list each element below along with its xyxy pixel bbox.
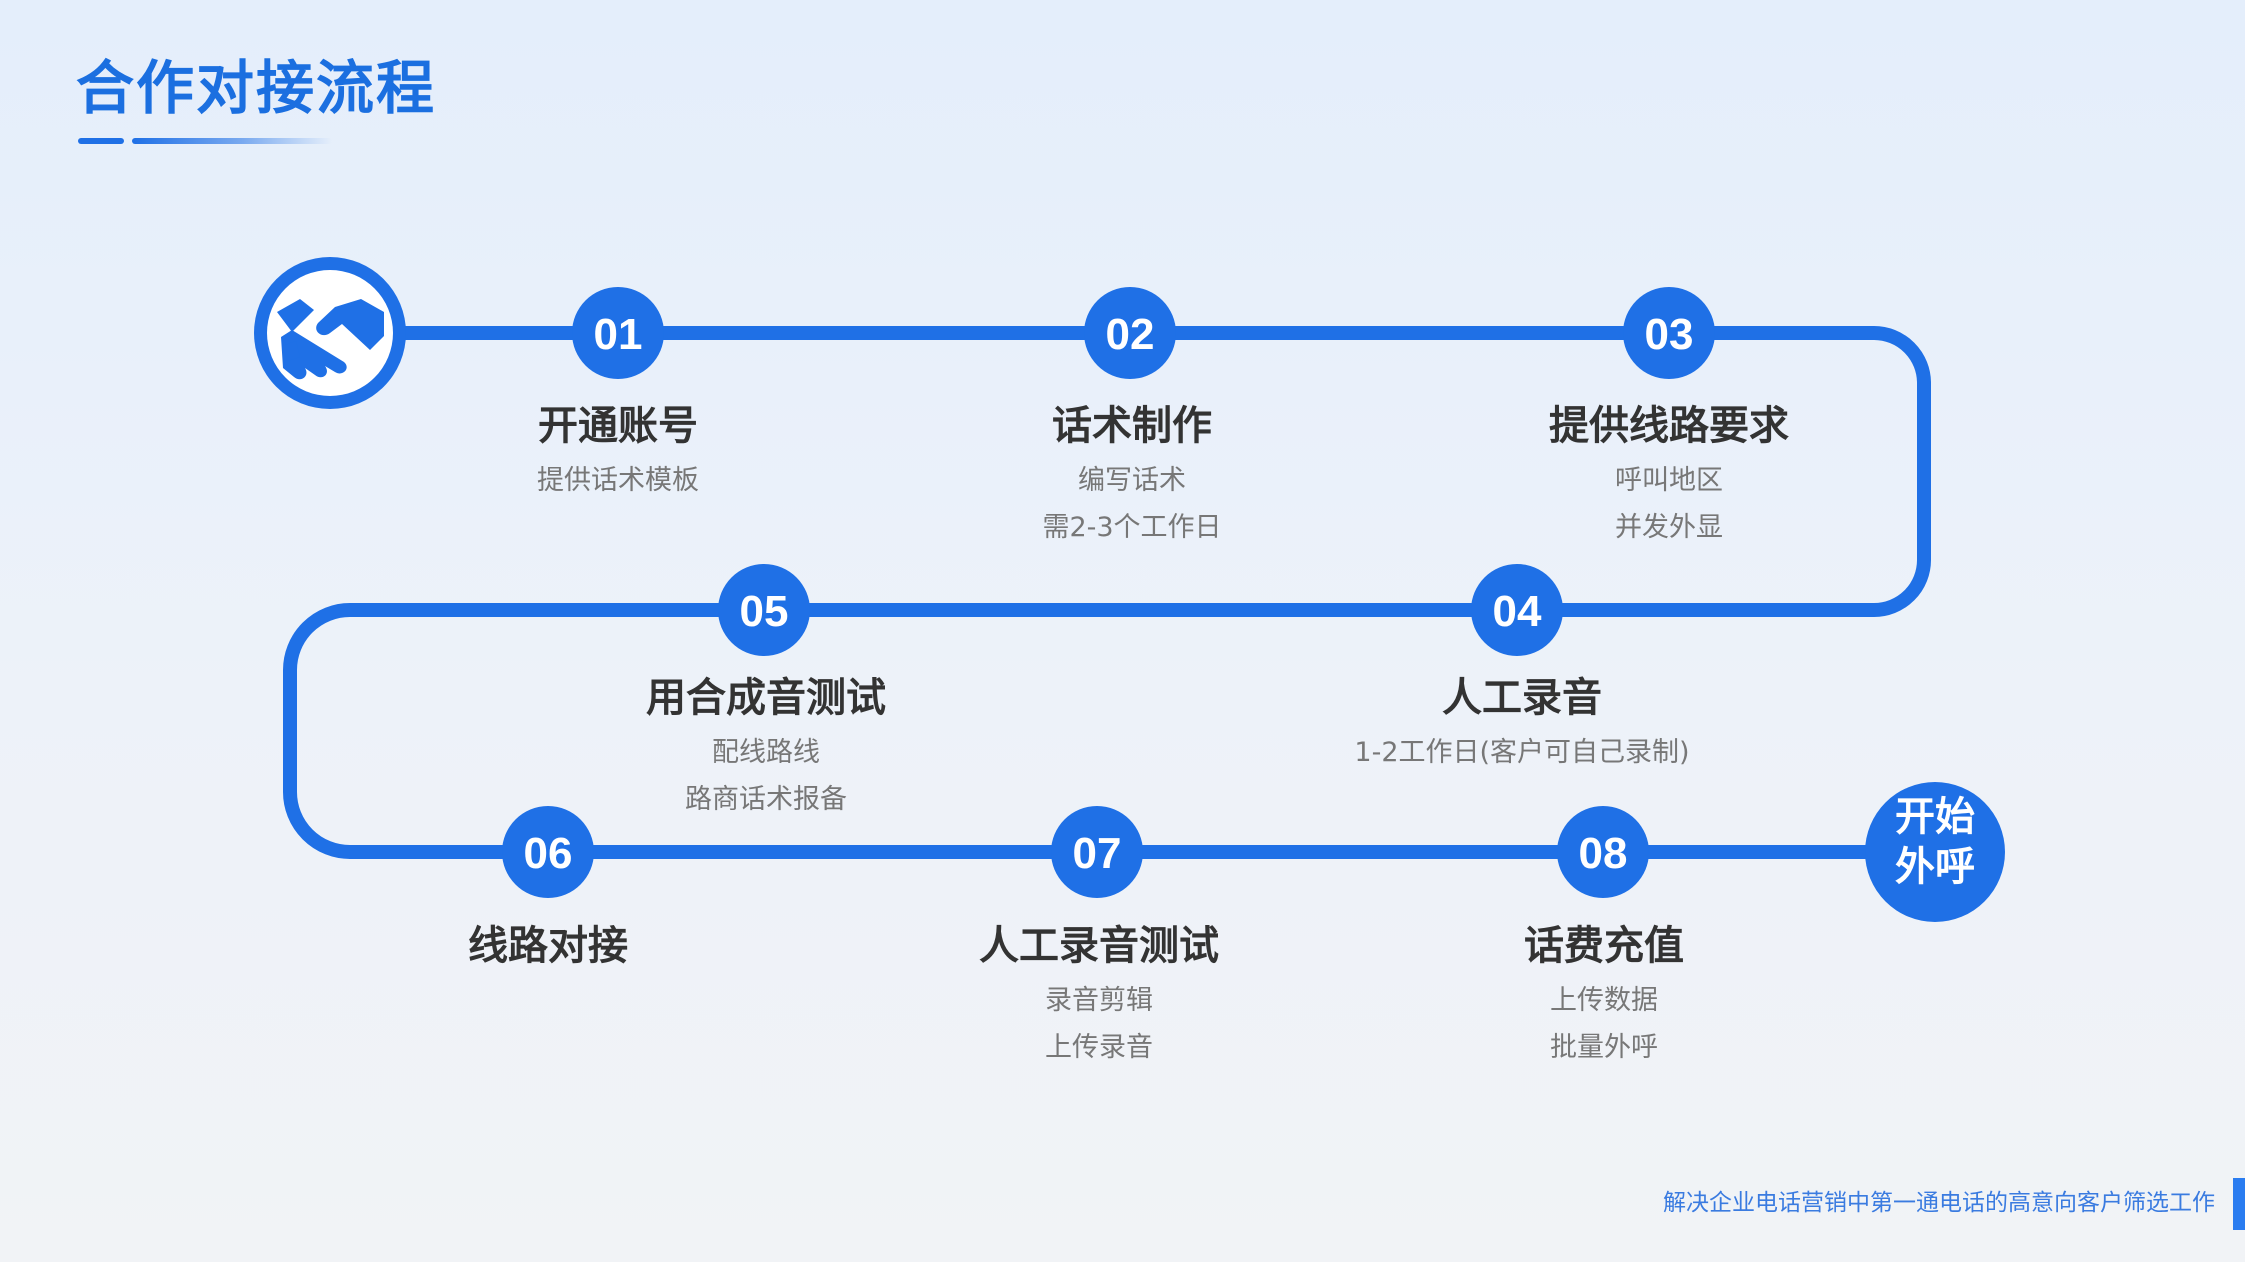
- step-number: 07: [1073, 829, 1122, 878]
- step-number: 03: [1645, 310, 1694, 359]
- step-number: 01: [594, 310, 643, 359]
- step-circle-08: 08: [1557, 806, 1649, 898]
- step-detail-04-line1: 1-2工作日(客户可自己录制): [1354, 737, 1690, 768]
- title-underline-fade: [132, 138, 332, 144]
- step-number: 04: [1493, 587, 1542, 636]
- flow-connector-path: [283, 326, 1931, 859]
- step-number: 08: [1579, 829, 1628, 878]
- step-detail-08-line1: 上传数据: [1550, 985, 1658, 1016]
- step-detail-03-line1: 呼叫地区: [1615, 465, 1723, 496]
- end-node-label-line1: 开始: [1895, 794, 1975, 840]
- step-detail-05-line2: 路商话术报备: [685, 784, 847, 815]
- step-circle-07: 07: [1051, 806, 1143, 898]
- step-number: 02: [1106, 310, 1155, 359]
- end-node-circle: [1865, 782, 2005, 922]
- footer-slogan: 解决企业电话营销中第一通电话的高意向客户筛选工作: [1663, 1190, 2215, 1216]
- step-title-02: 话术制作: [1052, 403, 1212, 449]
- title-underline-accent: [78, 138, 124, 144]
- handshake-icon: [277, 299, 384, 380]
- footer-accent-bar: [2233, 1178, 2245, 1230]
- step-title-05: 用合成音测试: [646, 675, 886, 721]
- end-node-label: 开始 外呼: [1865, 792, 2005, 892]
- step-circle-03: 03: [1623, 287, 1715, 379]
- step-detail-02-line2: 需2-3个工作日: [1042, 512, 1222, 543]
- step-title-03: 提供线路要求: [1549, 403, 1789, 449]
- step-detail-07-line1: 录音剪辑: [1045, 985, 1153, 1016]
- start-node: [254, 257, 406, 409]
- step-circle-02: 02: [1084, 287, 1176, 379]
- step-circle-04: 04: [1471, 564, 1563, 656]
- step-title-01: 开通账号: [538, 403, 698, 449]
- step-number: 06: [524, 829, 573, 878]
- step-title-08: 话费充值: [1524, 923, 1684, 969]
- step-circle-06: 06: [502, 806, 594, 898]
- page-title: 合作对接流程: [76, 54, 437, 122]
- step-title-06: 线路对接: [468, 923, 628, 969]
- step-detail-08-line2: 批量外呼: [1550, 1032, 1658, 1063]
- step-circle-01: 01: [572, 287, 664, 379]
- end-node-label-line2: 外呼: [1895, 844, 1975, 890]
- step-title-07: 人工录音测试: [979, 923, 1219, 969]
- step-detail-05-line1: 配线路线: [712, 737, 820, 768]
- step-detail-07-line2: 上传录音: [1045, 1032, 1153, 1063]
- step-number: 05: [740, 587, 789, 636]
- step-detail-03-line2: 并发外显: [1615, 512, 1723, 543]
- step-title-04: 人工录音: [1442, 675, 1602, 721]
- step-detail-01-line1: 提供话术模板: [537, 465, 699, 496]
- step-detail-02-line1: 编写话术: [1078, 465, 1186, 496]
- step-circle-05: 05: [718, 564, 810, 656]
